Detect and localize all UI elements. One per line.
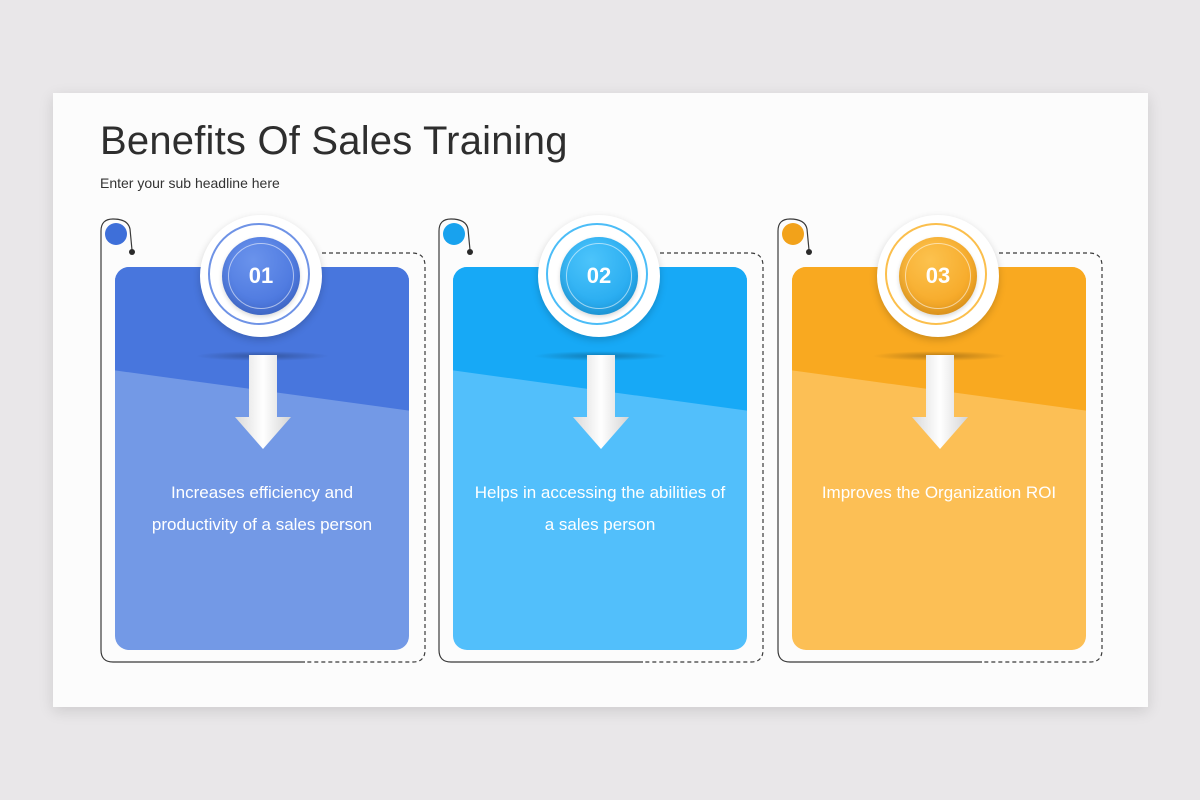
card-outline [777,218,1103,663]
number-badge: 02 [538,215,660,337]
arrow-down-icon [912,355,968,449]
card-text: Helps in accessing the abilities of a sa… [474,483,726,534]
badge-number: 03 [925,263,951,288]
benefit-card-3: 03 Improves the Organization ROI [777,215,1107,665]
slide-subtitle: Enter your sub headline here [100,175,280,191]
slide-title: Benefits Of Sales Training [100,119,568,163]
card-text: Improves the Organization ROI [821,483,1057,502]
benefit-card-2: 02 Helps in accessing the abilities of a… [438,215,768,665]
connector-dot-icon [443,223,465,245]
card-outline [438,218,764,663]
benefit-card-1: 01 Increases efficiency and productivity… [100,215,430,665]
number-badge: 03 [877,215,999,337]
arrow-down-icon [573,355,629,449]
badge-number: 01 [248,263,274,288]
card-text: Increases efficiency and productivity of… [151,483,373,534]
badge-number: 02 [586,263,612,288]
card-outline [100,218,426,663]
connector-dot-icon [105,223,127,245]
slide: Benefits Of Sales Training Enter your su… [53,93,1148,707]
arrow-down-icon [235,355,291,449]
connector-dot-icon [782,223,804,245]
number-badge: 01 [200,215,322,337]
